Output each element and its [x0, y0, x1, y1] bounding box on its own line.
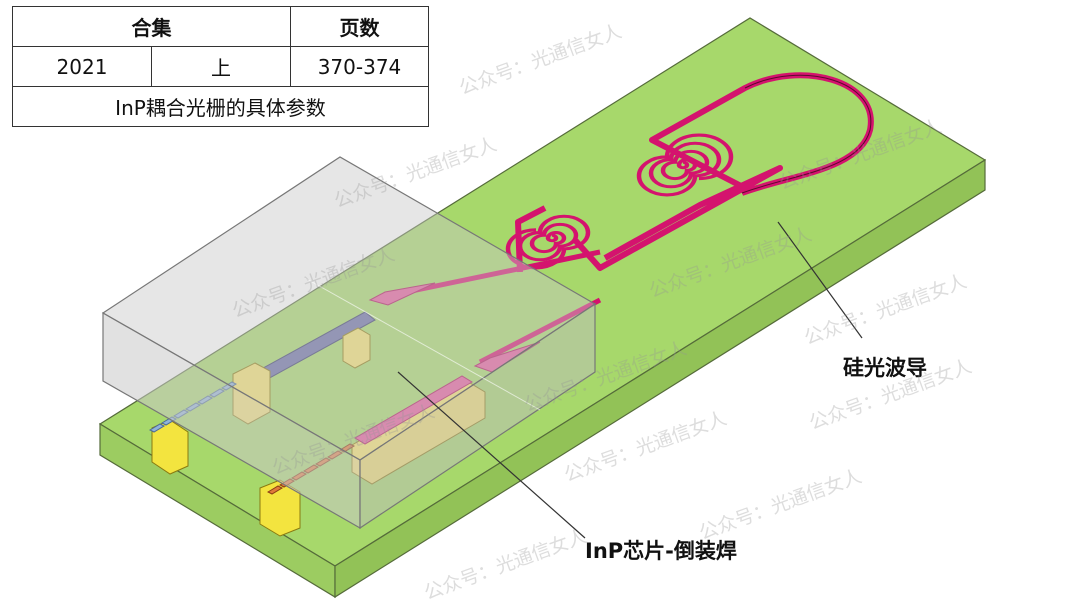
label-inp-chip: InP芯片-倒装焊 — [585, 539, 737, 563]
cell-year: 2021 — [12, 46, 152, 87]
leader-silicon-waveguide — [777, 221, 863, 339]
inp-chip-box — [101, 156, 597, 530]
header-collection: 合集 — [12, 6, 291, 47]
waveguide-to-chip-2 — [478, 297, 602, 365]
reference-table: 合集 页数 2021 上 370-374 InP耦合光栅的具体参数 — [12, 6, 429, 127]
silicon-waveguide — [368, 72, 874, 373]
header-pages: 页数 — [290, 6, 429, 47]
cell-topic: InP耦合光栅的具体参数 — [12, 86, 429, 127]
chip-inner-edge — [304, 277, 541, 411]
spiral-right — [636, 133, 734, 197]
spiral-left — [505, 214, 591, 270]
upper-block-b — [342, 327, 371, 369]
waveguide-path-dark — [741, 74, 872, 194]
silicon-substrate — [98, 17, 987, 599]
taper-upper — [368, 282, 436, 306]
cell-volume: 上 — [151, 46, 291, 87]
label-silicon-waveguide: 硅光波导 — [843, 356, 927, 380]
cell-pages: 370-374 — [290, 46, 429, 87]
chip-right-face — [359, 302, 596, 530]
substrate-right-face — [334, 158, 986, 599]
leader-inp-chip — [397, 371, 586, 539]
bond-pads — [151, 419, 301, 537]
